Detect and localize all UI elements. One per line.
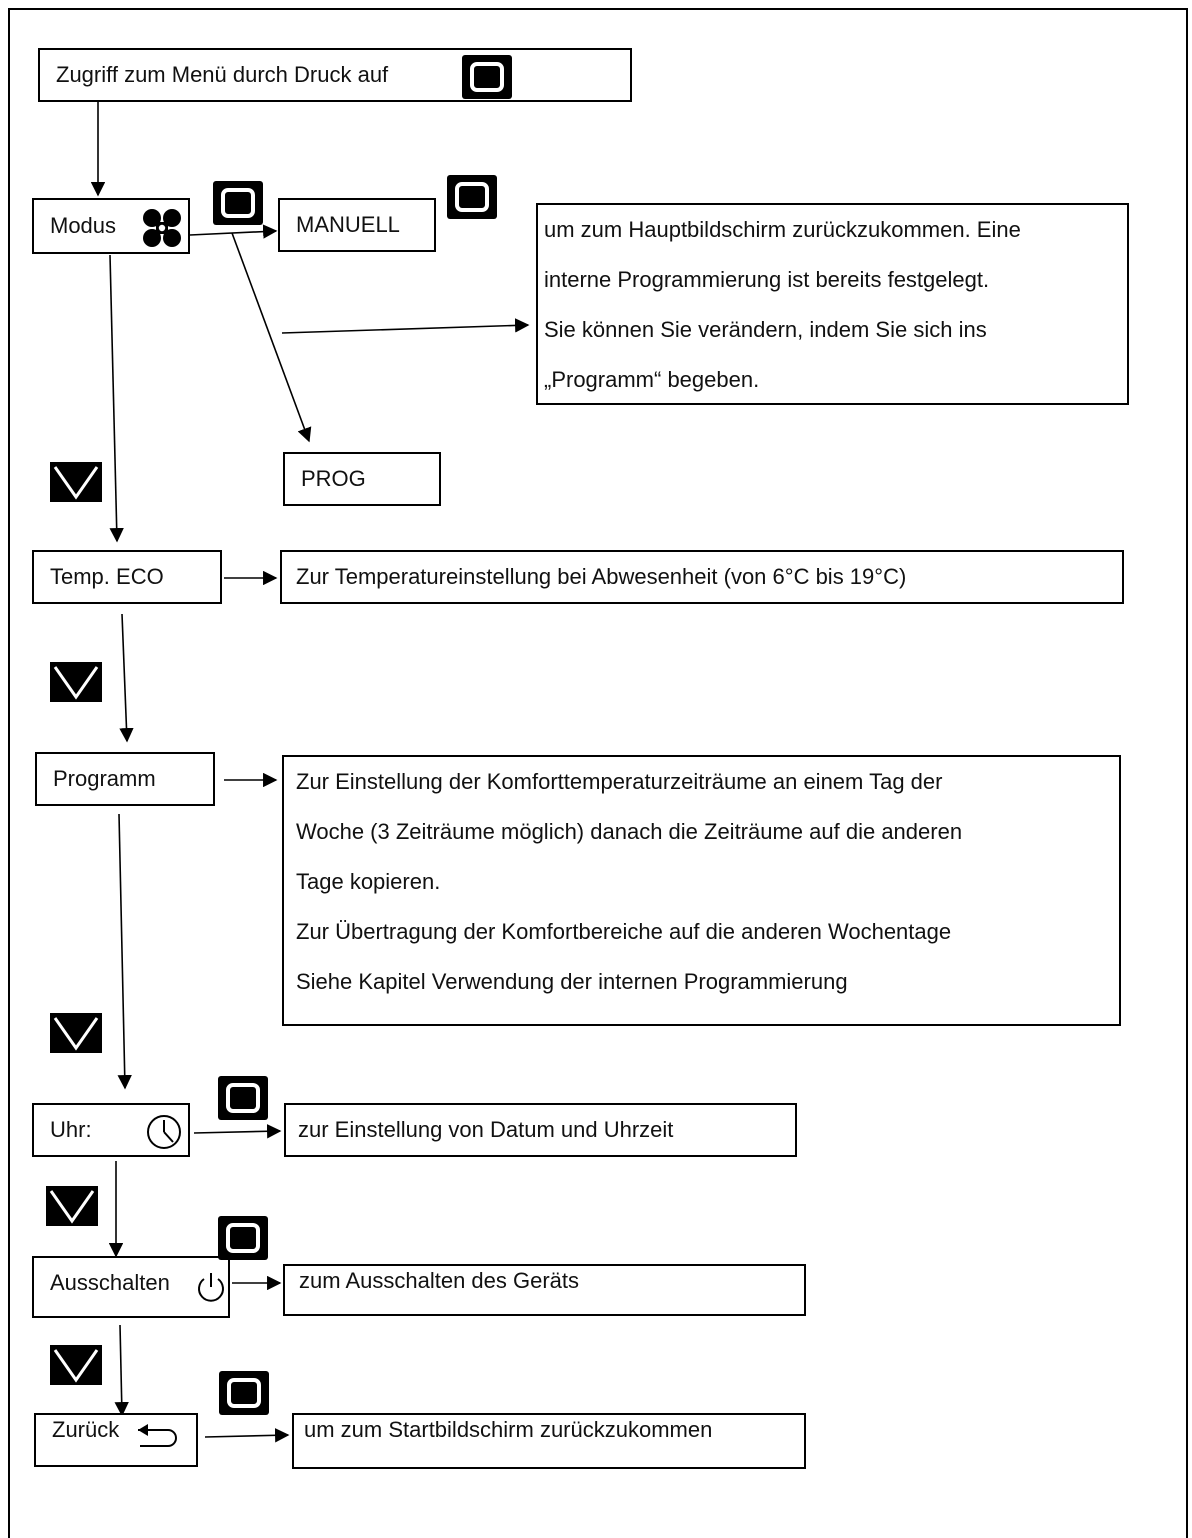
programm-description-line: Tage kopieren. xyxy=(296,869,441,894)
modus-description-line: Sie können Sie verändern, indem Sie sich… xyxy=(544,317,987,342)
ausschalten-description: zum Ausschalten des Geräts xyxy=(299,1268,580,1293)
power-icon xyxy=(198,1273,224,1302)
prog-box[interactable]: PROG xyxy=(283,452,441,506)
arrow-ausschalten-to-zurueck xyxy=(114,1324,129,1417)
arrow-zurueck-to-description xyxy=(204,1428,290,1443)
modus-description-line: interne Programmierung ist bereits festg… xyxy=(544,267,990,292)
ausschalten-description-box: zum Ausschalten des Geräts xyxy=(283,1264,806,1316)
temp-eco-description: Zur Temperatureinstellung bei Abwesenhei… xyxy=(296,564,907,589)
zurueck-label: Zurück xyxy=(52,1417,120,1442)
down-button-icon[interactable] xyxy=(46,1186,98,1226)
uhr-label: Uhr: xyxy=(50,1117,92,1142)
confirm-button-icon-ausschalten[interactable] xyxy=(218,1216,268,1260)
arrow-to-modus-description xyxy=(281,318,530,334)
fan-icon xyxy=(143,209,181,247)
modus-description-line: um zum Hauptbildschirm zurückzukommen. E… xyxy=(544,217,1021,242)
zurueck-box[interactable]: Zurück xyxy=(34,1413,198,1467)
modus-description-line: „Programm“ begeben. xyxy=(544,367,760,392)
menu-button-icon[interactable] xyxy=(462,55,512,99)
programm-description-line: Zur Übertragung der Komfortbereiche auf … xyxy=(296,919,952,944)
prog-label: PROG xyxy=(301,466,366,491)
arrow-programm-to-uhr xyxy=(117,813,132,1090)
down-button-icon[interactable] xyxy=(50,1345,102,1385)
programm-description-line: Siehe Kapitel Verwendung der internen Pr… xyxy=(296,969,848,994)
confirm-button-icon-zurueck[interactable] xyxy=(219,1371,269,1415)
temp-eco-label: Temp. ECO xyxy=(50,564,164,589)
ausschalten-box[interactable]: Ausschalten xyxy=(32,1256,230,1318)
arrow-uhr-to-description xyxy=(193,1124,282,1139)
temp-eco-description-box: Zur Temperatureinstellung bei Abwesenhei… xyxy=(280,550,1124,604)
arrow-modus-to-temp-eco xyxy=(109,254,124,543)
clock-icon xyxy=(147,1115,181,1149)
zurueck-description: um zum Startbildschirm zurückzukommen xyxy=(304,1417,713,1442)
menu-access-label: Zugriff zum Menü durch Druck auf xyxy=(56,62,389,87)
manuell-box[interactable]: MANUELL xyxy=(278,198,436,252)
manuell-label: MANUELL xyxy=(296,212,400,237)
page-frame xyxy=(8,8,1188,1538)
modus-description-box: um zum Hauptbildschirm zurückzukommen. E… xyxy=(536,203,1129,405)
confirm-button-icon-manuell[interactable] xyxy=(447,175,497,219)
temp-eco-box[interactable]: Temp. ECO xyxy=(32,550,222,604)
arrow-temp-eco-to-programm xyxy=(119,613,134,743)
zurueck-description-box: um zum Startbildschirm zurückzukommen xyxy=(292,1413,806,1469)
arrow-modus-to-prog xyxy=(231,232,312,443)
uhr-description-box: zur Einstellung von Datum und Uhrzeit xyxy=(284,1103,797,1157)
confirm-button-icon-modus[interactable] xyxy=(213,181,263,225)
programm-description-box: Zur Einstellung der Komforttemperaturzei… xyxy=(282,755,1121,1026)
return-arrow-icon xyxy=(138,1424,177,1447)
uhr-description: zur Einstellung von Datum und Uhrzeit xyxy=(298,1117,674,1142)
ausschalten-label: Ausschalten xyxy=(50,1270,170,1295)
down-button-icon[interactable] xyxy=(50,462,102,502)
down-button-icon[interactable] xyxy=(50,1013,102,1053)
programm-description-line: Woche (3 Zeiträume möglich) danach die Z… xyxy=(296,819,963,844)
programm-description-line: Zur Einstellung der Komforttemperaturzei… xyxy=(296,769,943,794)
menu-access-box: Zugriff zum Menü durch Druck auf xyxy=(38,48,632,102)
arrow-modus-to-manuell xyxy=(189,224,278,239)
down-button-icon[interactable] xyxy=(50,662,102,702)
modus-label: Modus xyxy=(50,213,117,238)
programm-label: Programm xyxy=(53,766,156,791)
confirm-button-icon-uhr[interactable] xyxy=(218,1076,268,1120)
programm-box[interactable]: Programm xyxy=(35,752,215,806)
